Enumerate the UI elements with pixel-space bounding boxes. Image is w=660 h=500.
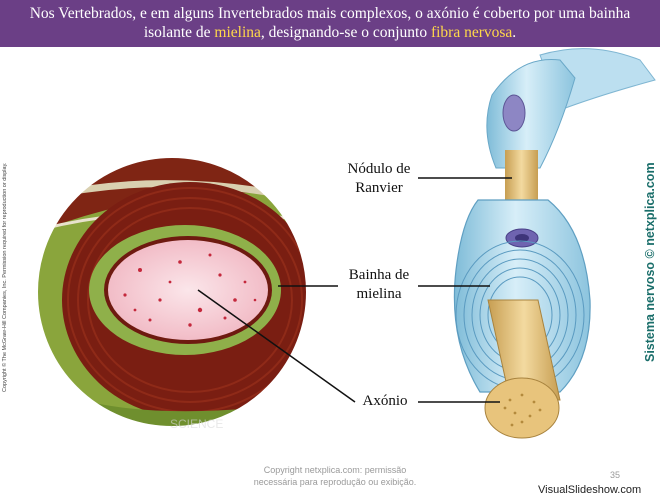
page-number: 35 [610, 470, 620, 480]
micrograph-watermark: SCIENCE [170, 417, 223, 431]
nerve-fiber-illustration [454, 49, 655, 438]
brand-link[interactable]: VisualSlideshow.com [538, 484, 641, 496]
label-ranvier-line-1: Nódulo de [338, 160, 420, 179]
micrograph [30, 150, 330, 440]
label-axon: Axónio [355, 392, 415, 411]
label-ranvier-line-2: Ranvier [338, 179, 420, 198]
label-myelin-line-2: mielina [338, 285, 420, 304]
label-ranvier: Nódulo de Ranvier [338, 160, 420, 198]
footer-note-line-2: necessária para reprodução ou exibição. [245, 476, 425, 488]
node-of-ranvier-axon [505, 150, 538, 202]
label-myelin-line-1: Bainha de [338, 266, 420, 285]
label-myelin: Bainha de mielina [338, 266, 420, 304]
footer-note-line-1: Copyright netxplica.com: permissão [245, 464, 425, 476]
footer-copyright-note: Copyright netxplica.com: permissão neces… [245, 464, 425, 488]
